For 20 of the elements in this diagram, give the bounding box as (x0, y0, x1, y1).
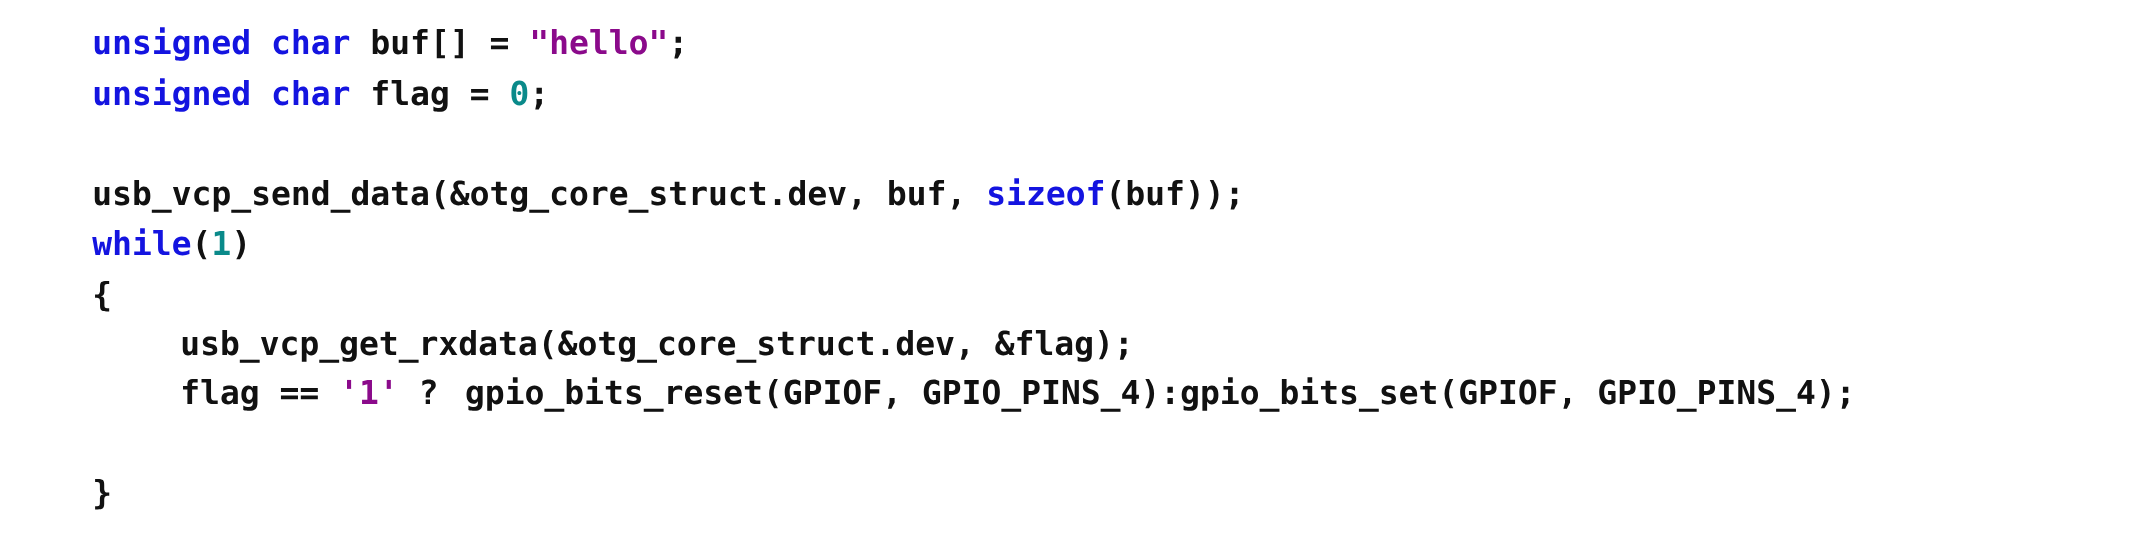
label: 1 (214, 230, 230, 255)
code-line: flag == '1' ? gpio_bits_reset(GPIOF, GPIO_PINS_4):gpio_bits_set(GPIOF, GPIO_PINS_4); (183, 377, 1849, 412)
code-line: } (95, 478, 110, 510)
label: unsigned char (94, 78, 350, 112)
label: 0 (511, 80, 528, 106)
label: unsigned char (94, 27, 350, 61)
code-line: usb_vcp_get_rxdata(&otg_core_struct.dev, &flag); (182, 329, 1127, 363)
label: ; (674, 36, 681, 59)
code-line: unsigned char buf[] = "hello" ; (94, 27, 681, 61)
label: ; (535, 87, 542, 110)
label: ) (236, 229, 245, 260)
label: ( (197, 229, 207, 260)
code-line: usb_vcp_send_data(&otg_core_struct.dev, buf, sizeof (buf)); (94, 178, 1238, 213)
label: buf[] = (372, 28, 508, 59)
code-line: { (95, 280, 110, 312)
label: while (92, 228, 191, 256)
code-line: unsigned char flag = 0 ; (94, 78, 542, 112)
label: "hello" (533, 28, 665, 55)
code-line: while ( 1 ) (92, 228, 245, 260)
label: flag = (373, 79, 489, 112)
